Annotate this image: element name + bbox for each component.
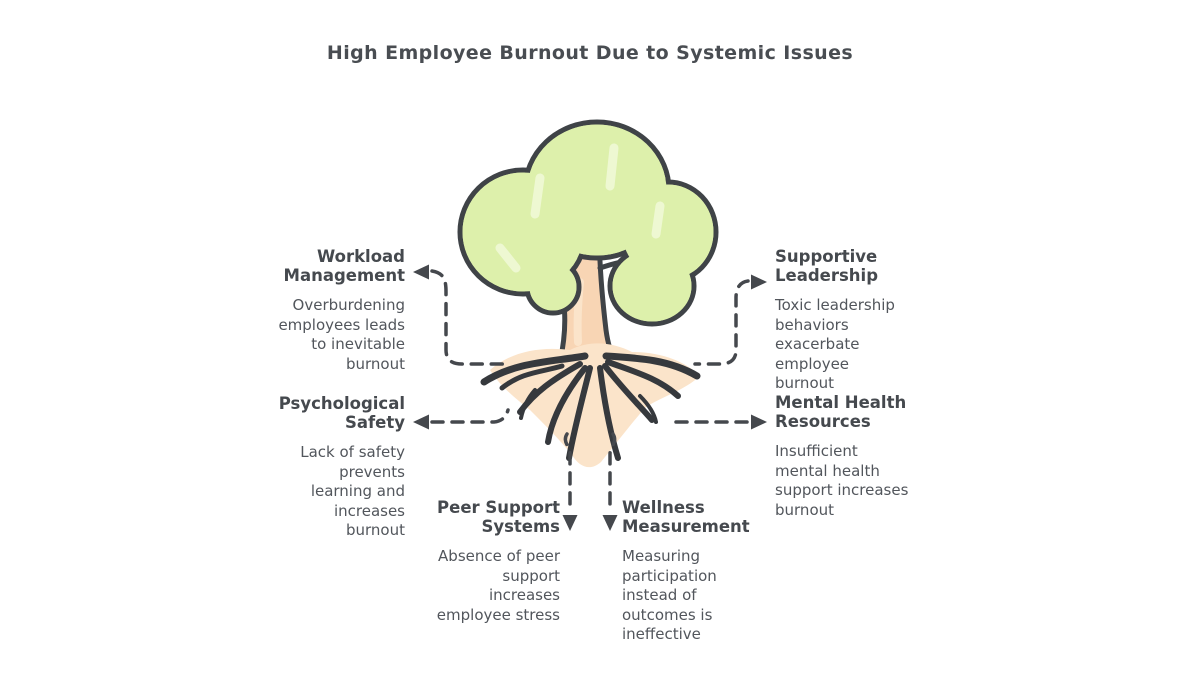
node-label: Supportive Leadership bbox=[775, 247, 879, 285]
node-workload-management: Workload Management Overburdening employ… bbox=[195, 247, 405, 374]
tree-canopy bbox=[457, 119, 719, 327]
canopy-highlights bbox=[495, 143, 665, 273]
node-psychological-safety: Psychological Safety Lack of safety prev… bbox=[195, 394, 405, 541]
node-label: Mental Health Resources bbox=[775, 393, 907, 431]
node-label: Wellness Measurement bbox=[622, 498, 750, 536]
node-description: Insufficient mental health support incre… bbox=[775, 442, 909, 519]
arrowhead-psychological bbox=[413, 414, 429, 430]
node-description: Measuring participation instead of outco… bbox=[622, 547, 717, 643]
node-peer-support-systems: Peer Support Systems Absence of peer sup… bbox=[350, 498, 560, 625]
arrowhead-mental bbox=[751, 414, 767, 430]
node-label: Workload Management bbox=[283, 247, 405, 285]
arrowhead-wellness bbox=[602, 515, 618, 531]
node-label: Psychological Safety bbox=[278, 394, 405, 432]
connector-wellness bbox=[608, 432, 617, 514]
connector-peer bbox=[563, 432, 572, 514]
node-description: Lack of safety prevents learning and inc… bbox=[300, 443, 405, 539]
node-mental-health-resources: Mental Health Resources Insufficient men… bbox=[775, 393, 985, 520]
arrowhead-supportive bbox=[751, 274, 767, 290]
node-supportive-leadership: Supportive Leadership Toxic leadership b… bbox=[775, 247, 975, 394]
tree-roots bbox=[480, 343, 701, 468]
node-wellness-measurement: Wellness Measurement Measuring participa… bbox=[622, 498, 802, 645]
node-label: Peer Support Systems bbox=[437, 498, 560, 536]
connector-workload bbox=[430, 269, 508, 366]
connector-supportive bbox=[693, 279, 750, 366]
node-description: Overburdening employees leads to inevita… bbox=[278, 296, 405, 373]
diagram-title: High Employee Burnout Due to Systemic Is… bbox=[326, 42, 854, 64]
arrowhead-peer bbox=[562, 515, 578, 531]
connector-psychological bbox=[430, 408, 510, 424]
node-description: Absence of peer support increases employ… bbox=[436, 547, 560, 624]
arrowhead-workload bbox=[413, 264, 429, 280]
node-description: Toxic leadership behaviors exacerbate em… bbox=[775, 296, 895, 392]
